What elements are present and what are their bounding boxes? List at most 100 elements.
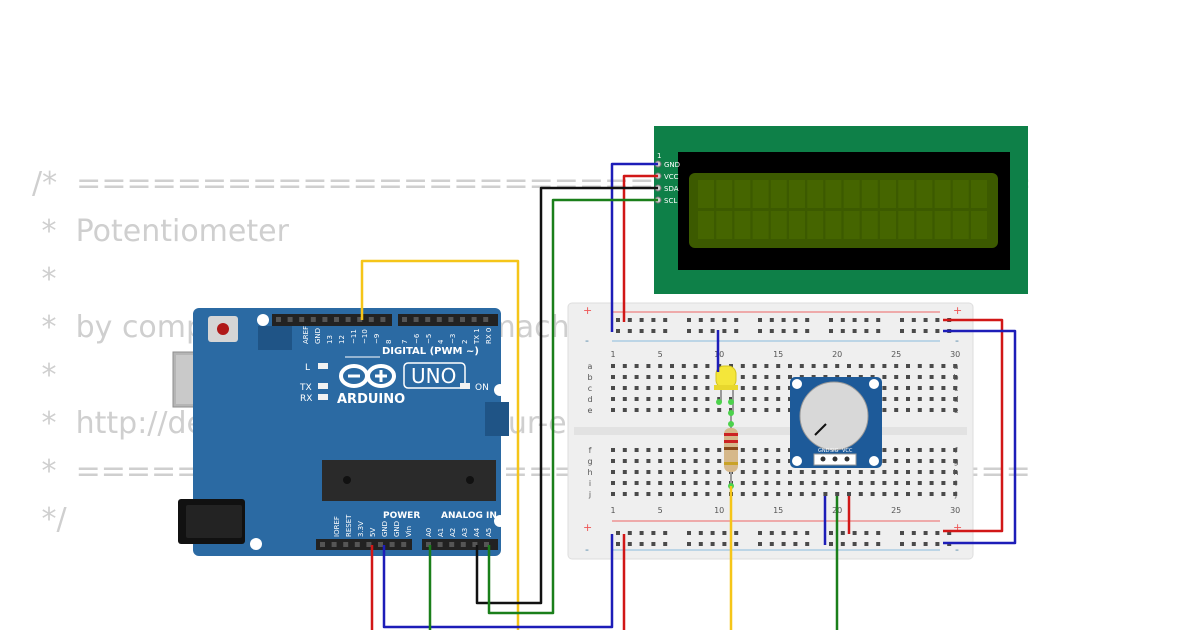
rail-hole [864, 531, 869, 535]
breadboard-hole [693, 408, 698, 412]
lcd-cell [880, 180, 896, 208]
rail-hole [829, 531, 833, 535]
breadboard-hole [740, 470, 745, 474]
breadboard-hole [799, 470, 804, 474]
rail-hole [651, 542, 656, 546]
led-rx [318, 394, 328, 400]
lcd-cell [916, 180, 933, 208]
breadboard-hole [634, 492, 639, 496]
breadboard-hole [776, 408, 781, 412]
breadboard-hole [764, 397, 769, 401]
breadboard-hole [705, 448, 710, 452]
breadboard-hole [634, 408, 639, 412]
header-pin [357, 317, 363, 322]
rail-hole [687, 531, 691, 535]
breadboard-hole [858, 481, 863, 485]
lcd-cell [861, 211, 878, 239]
rail-hole [758, 329, 762, 333]
reset-button-cap[interactable] [217, 323, 229, 335]
breadboard-hole [811, 364, 816, 368]
rail-plus-label: + [953, 521, 962, 534]
arduino-header-pins [276, 317, 489, 547]
rail-hole [900, 531, 904, 535]
mounting-hole [494, 515, 506, 527]
mounting-hole [869, 456, 879, 466]
breadboard-hole [941, 397, 946, 401]
row-letter: i [955, 479, 957, 488]
breadboard-hole [658, 492, 663, 496]
lcd-cell [770, 211, 787, 239]
rail-minus-label: - [585, 543, 589, 556]
breadboard-hole [776, 470, 781, 474]
rail-hole [935, 318, 940, 322]
breadboard-hole [906, 492, 910, 496]
resistor-band [724, 447, 738, 450]
column-number: 15 [773, 350, 783, 359]
breadboard-hole [776, 375, 781, 379]
breadboard-hole [906, 408, 910, 412]
rail-plus-label: + [583, 521, 592, 534]
row-letter: a [588, 362, 593, 371]
header-pin [299, 317, 305, 322]
breadboard-hole [740, 364, 745, 368]
column-number: 5 [658, 350, 663, 359]
breadboard-hole [670, 386, 674, 390]
row-letter: g [587, 457, 592, 466]
lcd-cell [752, 180, 769, 208]
rail-hole [698, 542, 703, 546]
row-letter: c [954, 384, 958, 393]
power-analog-pin-label: Vin [405, 526, 413, 537]
power-analog-pin-label: GND [393, 521, 401, 537]
header-pin [320, 542, 325, 547]
breadboard-hole [752, 470, 757, 474]
rail-hole [852, 318, 857, 322]
breadboard-hole [693, 481, 698, 485]
wire-blue-lcd-gnd [610, 162, 658, 332]
row-letter: b [587, 373, 592, 382]
breadboard-hole [917, 492, 922, 496]
breadboard-hole [906, 459, 910, 463]
rail-hole [900, 318, 904, 322]
digital-pin-label: 7 [401, 340, 409, 344]
pot-pin [844, 456, 850, 462]
digital-header-right [398, 314, 498, 326]
rail-hole [900, 329, 904, 333]
breadboard-hole [752, 375, 757, 379]
header-pin [484, 542, 489, 547]
rail-hole [769, 318, 774, 322]
rail-hole [627, 531, 632, 535]
comment-line: * Potentiometer [32, 214, 289, 249]
rail-hole [651, 531, 656, 535]
breadboard-hole [646, 386, 651, 390]
breadboard-hole [693, 459, 698, 463]
breadboard-hole [670, 375, 674, 379]
breadboard-hole [953, 481, 958, 485]
breadboard-hole [740, 397, 745, 401]
rail-hole [651, 329, 656, 333]
breadboard-hole [858, 492, 863, 496]
breadboard-hole [953, 448, 958, 452]
breadboard-hole [882, 408, 887, 412]
header-pin [436, 317, 442, 322]
lcd-module: 1 GND VCC SDA SCL [654, 126, 1028, 294]
breadboard-hole [740, 408, 745, 412]
breadboard-hole [764, 364, 769, 368]
breadboard-hole [658, 386, 663, 390]
potentiometer-module[interactable]: GND SIG VCC [790, 377, 882, 468]
potentiometer-knob[interactable] [799, 381, 869, 451]
digital-header-label: DIGITAL (PWM ~) [382, 346, 479, 357]
rail-hole [829, 542, 833, 546]
breadboard-hole [906, 386, 910, 390]
breadboard-hole [705, 375, 710, 379]
rail-hole [911, 329, 916, 333]
arduino-uno-board: ARDUINO UNO DIGITAL (PWM ~) POWER ANALOG… [172, 308, 509, 556]
rail-hole [876, 318, 881, 322]
breadboard-hole [953, 408, 958, 412]
rail-hole [805, 542, 810, 546]
breadboard-hole [941, 481, 946, 485]
mounting-hole [494, 384, 506, 396]
breadboard-hole [894, 470, 899, 474]
breadboard-hole [717, 459, 722, 463]
model-text: UNO [411, 364, 456, 388]
